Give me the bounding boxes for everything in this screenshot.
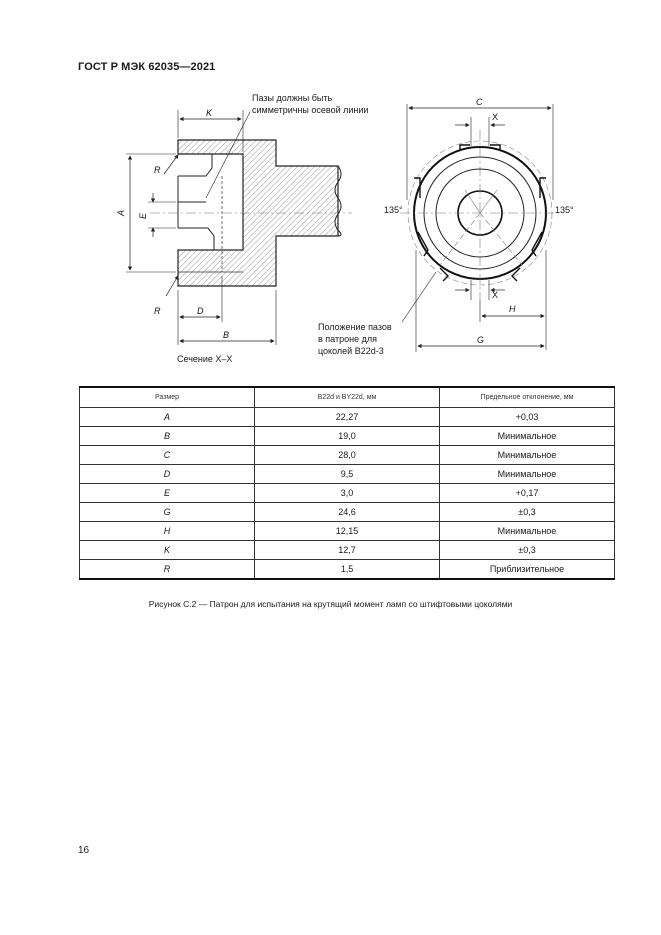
figure-caption: Рисунок C.2 — Патрон для испытания на кр… [148, 599, 513, 609]
plan-view: C X X 135° 135° H G Положение пазов в па… [318, 97, 574, 356]
cell-symbol: B [79, 426, 255, 446]
cell-value: 12,7 [254, 540, 440, 560]
label-H: H [509, 304, 516, 314]
header-value: B22d и BY22d, мм [254, 386, 440, 408]
cell-symbol: H [79, 521, 255, 541]
cell-value: 22,27 [254, 407, 440, 427]
cell-value: 24,6 [254, 502, 440, 522]
cell-value: 9,5 [254, 464, 440, 484]
cell-symbol: K [79, 540, 255, 560]
cell-value: 28,0 [254, 445, 440, 465]
label-D: D [197, 306, 204, 316]
label-R-bottom: R [154, 306, 161, 316]
cell-tolerance: Минимальное [439, 426, 615, 446]
document-header: ГОСТ Р МЭК 62035—2021 [78, 61, 216, 73]
technical-drawing: K A E R R D B Сечение X–X Пазы должны бы… [116, 93, 574, 364]
label-X-bottom: X [492, 290, 498, 300]
header-size: Размер [79, 386, 255, 408]
label-B: B [223, 330, 229, 340]
note-slots-line2: симметричны осевой линии [252, 105, 368, 115]
label-A: A [116, 210, 126, 217]
cell-value: 12,15 [254, 521, 440, 541]
cell-tolerance: +0,17 [439, 483, 615, 503]
cell-symbol: A [79, 407, 255, 427]
label-G: G [477, 335, 484, 345]
cell-value: 19,0 [254, 426, 440, 446]
note-position-line3: цоколей B22d-3 [318, 346, 384, 356]
label-K: K [206, 108, 213, 118]
section-label: Сечение X–X [177, 354, 232, 364]
break-line [334, 165, 342, 237]
table-header-row: Размер B22d и BY22d, мм Предельное откло… [79, 386, 615, 408]
note-position-line2: в патроне для [318, 334, 377, 344]
label-X-top: X [492, 112, 498, 122]
label-E: E [138, 212, 148, 219]
slot-upper [178, 154, 213, 177]
cell-tolerance: Приблизительное [439, 559, 615, 580]
slot-lower [178, 227, 215, 250]
cell-tolerance: Минимальное [439, 445, 615, 465]
dimensions-table: Размер B22d и BY22d, мм Предельное откло… [79, 386, 615, 580]
cell-symbol: G [79, 502, 255, 522]
cell-symbol: R [79, 559, 255, 580]
cell-symbol: D [79, 464, 255, 484]
label-angle-left: 135° [384, 205, 403, 215]
label-angle-right: 135° [555, 205, 574, 215]
cell-tolerance: ±0,3 [439, 540, 615, 560]
note-slots-line1: Пазы должны быть [252, 93, 332, 103]
header-tolerance: Предельное отклонение, мм [439, 386, 615, 408]
label-C: C [476, 97, 483, 107]
page-number: 16 [78, 845, 90, 856]
cell-tolerance: +0,03 [439, 407, 615, 427]
label-R-top: R [154, 165, 161, 175]
cell-tolerance: Минимальное [439, 464, 615, 484]
cell-tolerance: Минимальное [439, 521, 615, 541]
cell-value: 3,0 [254, 483, 440, 503]
cell-symbol: E [79, 483, 255, 503]
cell-value: 1,5 [254, 559, 440, 580]
section-view: K A E R R D B Сечение X–X Пазы должны бы… [116, 93, 368, 364]
note-position-line1: Положение пазов [318, 322, 392, 332]
cell-symbol: C [79, 445, 255, 465]
cell-tolerance: ±0,3 [439, 502, 615, 522]
